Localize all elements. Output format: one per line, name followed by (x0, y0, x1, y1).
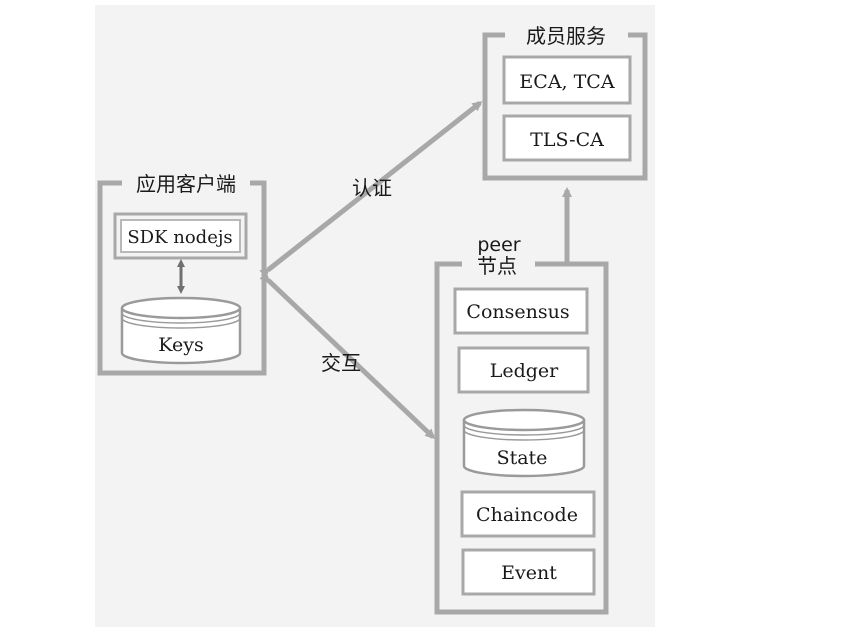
ledger-label: Ledger (490, 360, 559, 382)
consensus-box (453, 287, 589, 335)
tls-ca-box (502, 114, 632, 162)
auth-arrow (259, 101, 483, 279)
event-box (461, 548, 596, 596)
client-group: 应用客户端 SDK nodejs Keys (97, 172, 267, 376)
interact-arrow (259, 271, 436, 440)
state-label: State (497, 447, 548, 469)
sdk-label: SDK nodejs (127, 227, 232, 248)
client-title: 应用客户端 (136, 172, 236, 196)
eca-tca-box (502, 55, 632, 105)
sdk-box-inner (120, 219, 241, 253)
tls-ca-label: TLS-CA (530, 129, 604, 151)
chaincode-box (460, 490, 596, 538)
keys-label: Keys (158, 334, 203, 356)
ledger-box (457, 346, 590, 394)
chaincode-label: Chaincode (476, 504, 578, 526)
peer-title-line1: peer (477, 234, 520, 256)
interact-label: 交互 (321, 351, 361, 375)
membership-title: 成员服务 (526, 24, 606, 48)
consensus-label: Consensus (466, 301, 569, 323)
sdk-box-outer (113, 212, 248, 260)
eca-tca-label: ECA, TCA (519, 71, 614, 93)
auth-label: 认证 (352, 176, 392, 200)
membership-frame (482, 32, 648, 181)
membership-group: 成员服务 ECA, TCA TLS-CA (482, 24, 648, 181)
peer-title-line2: 节点 (477, 254, 517, 278)
event-label: Event (501, 562, 557, 584)
keys-cylinder (120, 296, 242, 365)
state-cylinder (462, 408, 586, 478)
